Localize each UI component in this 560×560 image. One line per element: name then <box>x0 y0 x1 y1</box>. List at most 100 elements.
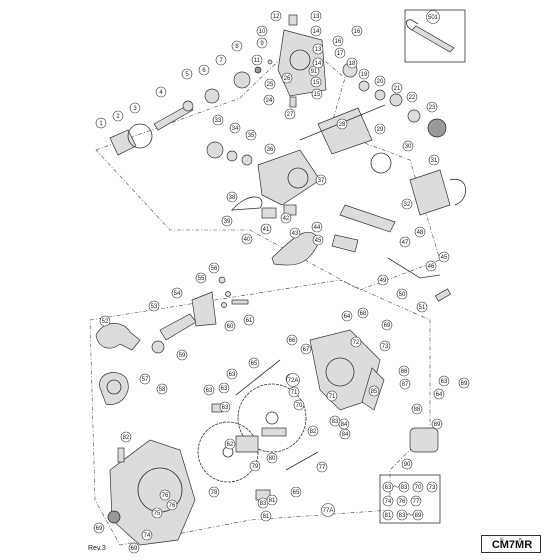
callout-circle <box>332 35 344 47</box>
callout-8: 8 <box>231 40 243 52</box>
legend-callout-73: 73 <box>426 481 438 493</box>
callout-63-extra: 63 <box>438 375 450 387</box>
callout-number: 58 <box>159 387 166 393</box>
callout-circle <box>166 499 178 511</box>
callout-circle <box>95 117 107 129</box>
callout-number: 22 <box>409 95 416 101</box>
plate-bore-icon <box>106 379 122 395</box>
legend-circle <box>382 509 394 521</box>
legend-number: 83 <box>401 485 408 491</box>
callout-circle <box>431 418 443 430</box>
callout-number: 13 <box>313 14 320 20</box>
callout-circle <box>341 310 353 322</box>
callout-82-extra: 82 <box>307 425 319 437</box>
callout-36: 36 <box>264 143 276 155</box>
bearing-34-icon <box>226 150 238 162</box>
callout-number: 501 <box>428 15 439 21</box>
model-box: 形 名 CM7MR <box>481 535 541 553</box>
callout-number: 21 <box>394 86 401 92</box>
callout-72: 72 <box>350 336 362 348</box>
callout-circle <box>401 458 413 470</box>
callout-circle <box>270 10 282 22</box>
callout-circle <box>307 425 319 437</box>
fan-23-icon <box>427 118 447 138</box>
callout-number: 60 <box>227 324 234 330</box>
callout-circle <box>310 76 322 88</box>
legend-number: 73 <box>429 485 436 491</box>
legend-circle <box>410 495 422 507</box>
callout-number: 43 <box>292 231 299 237</box>
callout-55: 55 <box>195 272 207 284</box>
callout-number: 67 <box>303 347 310 353</box>
callout-number: 79 <box>252 464 259 470</box>
callout-41: 41 <box>260 223 272 235</box>
legend-number: 70 <box>415 485 422 491</box>
callout-number: 74 <box>144 533 151 539</box>
legend-callout-76: 76 <box>396 495 408 507</box>
callout-82: 82 <box>120 431 132 443</box>
callout-84: 84 <box>339 428 351 440</box>
callout-38: 38 <box>226 191 238 203</box>
callout-14: 14 <box>310 25 322 37</box>
callout-circle <box>248 357 260 369</box>
callout-circle <box>284 108 296 120</box>
callout-74: 74 <box>141 529 153 541</box>
wrench-icon <box>411 25 455 53</box>
callout-26: 26 <box>281 72 293 84</box>
callout-49: 49 <box>377 274 389 286</box>
callout-number: 85 <box>371 389 378 395</box>
callout-81-extra: 81 <box>266 494 278 506</box>
callout-number: 68 <box>360 311 367 317</box>
callout-circle <box>266 452 278 464</box>
callout-circle <box>93 522 105 534</box>
callout-76-extra: 76 <box>166 499 178 511</box>
washer-60-icon <box>221 302 227 308</box>
callout-number: 80 <box>269 456 276 462</box>
callout-number: 76 <box>162 493 169 499</box>
lever-53-icon <box>159 313 197 341</box>
callout-47: 47 <box>399 236 411 248</box>
callout-number: 14 <box>313 29 320 35</box>
legend-number: 63 <box>385 485 392 491</box>
callout-circle <box>391 82 403 94</box>
callout-number: 7 <box>219 58 223 64</box>
callout-33: 33 <box>212 114 224 126</box>
callout-18: 18 <box>346 57 358 69</box>
callout-number: 72 <box>353 340 360 346</box>
legend-callout-81: 81 <box>382 509 394 521</box>
callout-number: 27 <box>287 112 294 118</box>
callout-68: 68 <box>357 307 369 319</box>
callout-13: 13 <box>310 10 322 22</box>
callout-circle <box>171 287 183 299</box>
knob-69-icon <box>107 510 121 524</box>
callout-50: 50 <box>396 288 408 300</box>
callout-29: 29 <box>374 123 386 135</box>
callout-circle <box>438 375 450 387</box>
callout-number: 39 <box>224 219 231 225</box>
callout-circle <box>260 223 272 235</box>
callout-circle <box>231 40 243 52</box>
callout-76: 76 <box>159 489 171 501</box>
callout-number: 31 <box>431 158 438 164</box>
callout-number: 2 <box>116 114 120 120</box>
callout-circle <box>396 288 408 300</box>
callout-number: 63 <box>441 379 448 385</box>
cover-38-icon <box>231 196 263 211</box>
callout-circle <box>141 529 153 541</box>
callout-number: 63 <box>221 386 228 392</box>
callout-number: 40 <box>244 237 251 243</box>
legend-circle <box>412 509 424 521</box>
callout-6: 6 <box>198 64 210 76</box>
callout-31: 31 <box>428 154 440 166</box>
callout-number: 12 <box>273 14 280 20</box>
legend-circle <box>382 481 394 493</box>
callout-78: 78 <box>208 486 220 498</box>
callout-73: 73 <box>379 340 391 352</box>
callout-number: 32 <box>404 202 411 208</box>
switch-44-icon <box>331 234 359 253</box>
callout-14-extra: 14 <box>312 57 324 69</box>
callout-28: 28 <box>336 118 348 130</box>
callout-number: 42 <box>283 216 290 222</box>
legend-circle <box>396 495 408 507</box>
